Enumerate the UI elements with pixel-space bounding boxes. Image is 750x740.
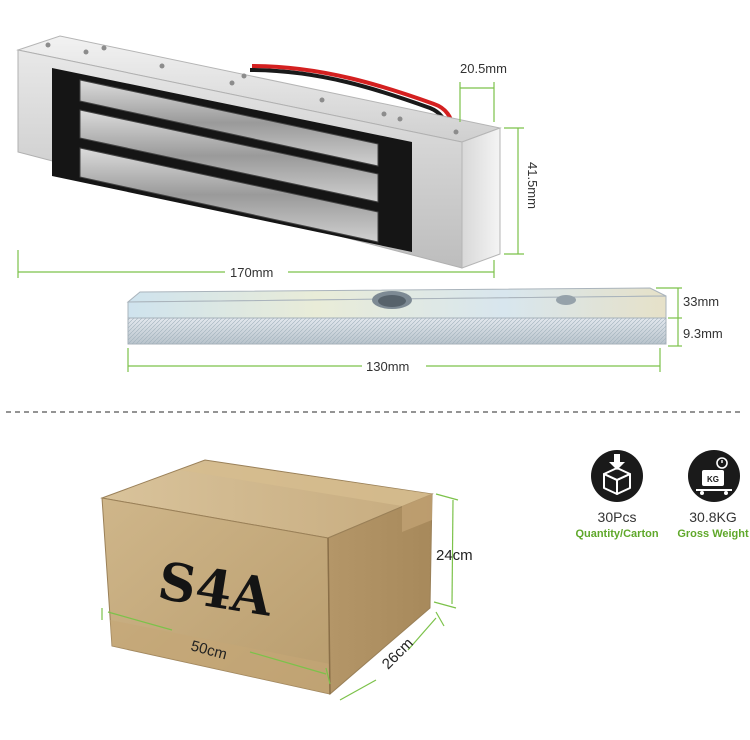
armature-thickness-label: 9.3mm bbox=[683, 326, 723, 341]
weight-caption: Gross Weight bbox=[677, 528, 749, 540]
weight-value: 30.8KG bbox=[689, 509, 736, 525]
quantity-stat: 30Pcs Quantity/Carton bbox=[575, 450, 659, 540]
magnetic-lock-image bbox=[16, 35, 502, 269]
armature-width-label: 33mm bbox=[683, 294, 719, 309]
lock-length-label: 170mm bbox=[230, 265, 273, 280]
carton-dimension-lines bbox=[101, 493, 459, 701]
weight-icon-badge: KG bbox=[707, 475, 719, 484]
lock-depth-label: 20.5mm bbox=[460, 61, 507, 76]
lock-dimension-lines bbox=[17, 82, 524, 278]
quantity-value: 30Pcs bbox=[598, 509, 637, 525]
carton-image bbox=[100, 459, 434, 696]
armature-dimension-lines bbox=[127, 287, 682, 372]
lock-height-label: 41.5mm bbox=[525, 162, 540, 209]
carton-height-label: 24cm bbox=[436, 547, 473, 564]
armature-length-label: 130mm bbox=[366, 359, 409, 374]
quantity-caption: Quantity/Carton bbox=[575, 528, 658, 540]
weight-stat: KG 30.8KG Gross Weight bbox=[677, 450, 749, 540]
armature-plate-image bbox=[126, 287, 667, 345]
